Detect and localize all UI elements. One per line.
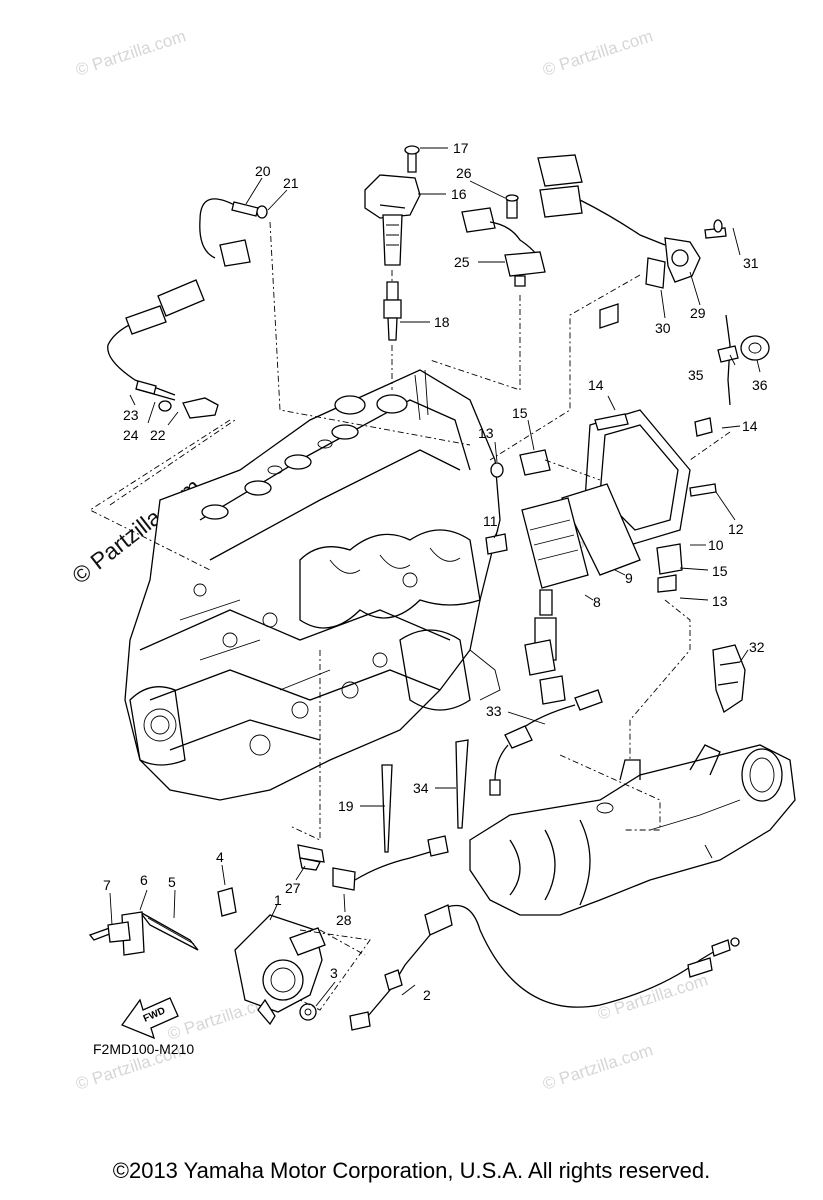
callout-22: 22 <box>150 427 166 443</box>
callout-20: 20 <box>255 163 271 179</box>
callout-numbers: 17 16 18 20 21 26 25 31 30 29 35 36 23 2… <box>103 140 768 1003</box>
callout-33: 33 <box>486 703 502 719</box>
callout-26: 26 <box>456 165 472 181</box>
callout-11: 11 <box>483 513 498 529</box>
callout-7: 7 <box>103 877 111 893</box>
callout-2: 2 <box>423 987 431 1003</box>
callout-10: 10 <box>708 537 724 553</box>
ignition-coil-assembly <box>364 145 421 390</box>
callout-30: 30 <box>655 320 671 336</box>
callout-14b: 14 <box>742 418 758 434</box>
callout-21: 21 <box>283 175 299 191</box>
leader-lines <box>109 147 761 1007</box>
callout-28: 28 <box>336 912 352 928</box>
callout-32: 32 <box>749 639 765 655</box>
callout-23: 23 <box>123 407 139 423</box>
o2-sensor-harness <box>107 198 268 419</box>
callout-27: 27 <box>285 880 301 896</box>
upper-right-harness <box>537 154 727 289</box>
throttle-body-assembly <box>88 887 326 1026</box>
callout-19: 19 <box>338 798 354 814</box>
callout-9: 9 <box>625 570 633 586</box>
engine-block <box>124 369 501 801</box>
guide-lines <box>89 221 731 1011</box>
callout-34: 34 <box>413 780 429 796</box>
callout-5: 5 <box>168 874 176 890</box>
watermark-bottom-right-mid: © Partzilla.com <box>595 970 710 1023</box>
fwd-arrow-icon <box>120 997 179 1040</box>
callout-15a: 15 <box>512 405 528 421</box>
ecu-mount-assembly <box>485 303 717 705</box>
callout-24: 24 <box>123 427 139 443</box>
callout-12: 12 <box>728 521 744 537</box>
fwd-arrow: FWD <box>120 997 179 1040</box>
sensor-harness-25 <box>461 194 546 287</box>
callout-8: 8 <box>593 594 601 610</box>
throttle-cable <box>349 904 740 1031</box>
callout-18: 18 <box>434 314 450 330</box>
callout-13b: 13 <box>712 593 728 609</box>
callout-16: 16 <box>451 186 467 202</box>
callout-13a: 13 <box>478 425 494 441</box>
drawing-code: F2MD100-M210 <box>93 1041 195 1057</box>
callout-31: 31 <box>743 255 759 271</box>
callout-35: 35 <box>688 367 704 383</box>
watermark-top-right: © Partzilla.com <box>540 26 655 79</box>
sensors-27-28 <box>297 835 449 891</box>
callout-17: 17 <box>453 140 469 156</box>
callout-4: 4 <box>216 849 224 865</box>
callout-29: 29 <box>690 305 706 321</box>
callout-6: 6 <box>140 872 148 888</box>
callout-25: 25 <box>454 254 470 270</box>
clamp-and-grommet <box>717 314 770 406</box>
callout-3: 3 <box>330 965 338 981</box>
wire-clip-32 <box>712 644 746 713</box>
callout-36: 36 <box>752 377 768 393</box>
watermark-bottom-right: © Partzilla.com <box>540 1040 655 1093</box>
sensor-33-and-bands <box>381 689 603 853</box>
exhaust-manifold <box>469 744 796 916</box>
callout-14a: 14 <box>588 377 604 393</box>
callout-15b: 15 <box>712 563 728 579</box>
copyright-footer: ©2013 Yamaha Motor Corporation, U.S.A. A… <box>112 1158 711 1183</box>
watermark-top-left: © Partzilla.com <box>73 26 188 79</box>
callout-1: 1 <box>274 892 282 908</box>
